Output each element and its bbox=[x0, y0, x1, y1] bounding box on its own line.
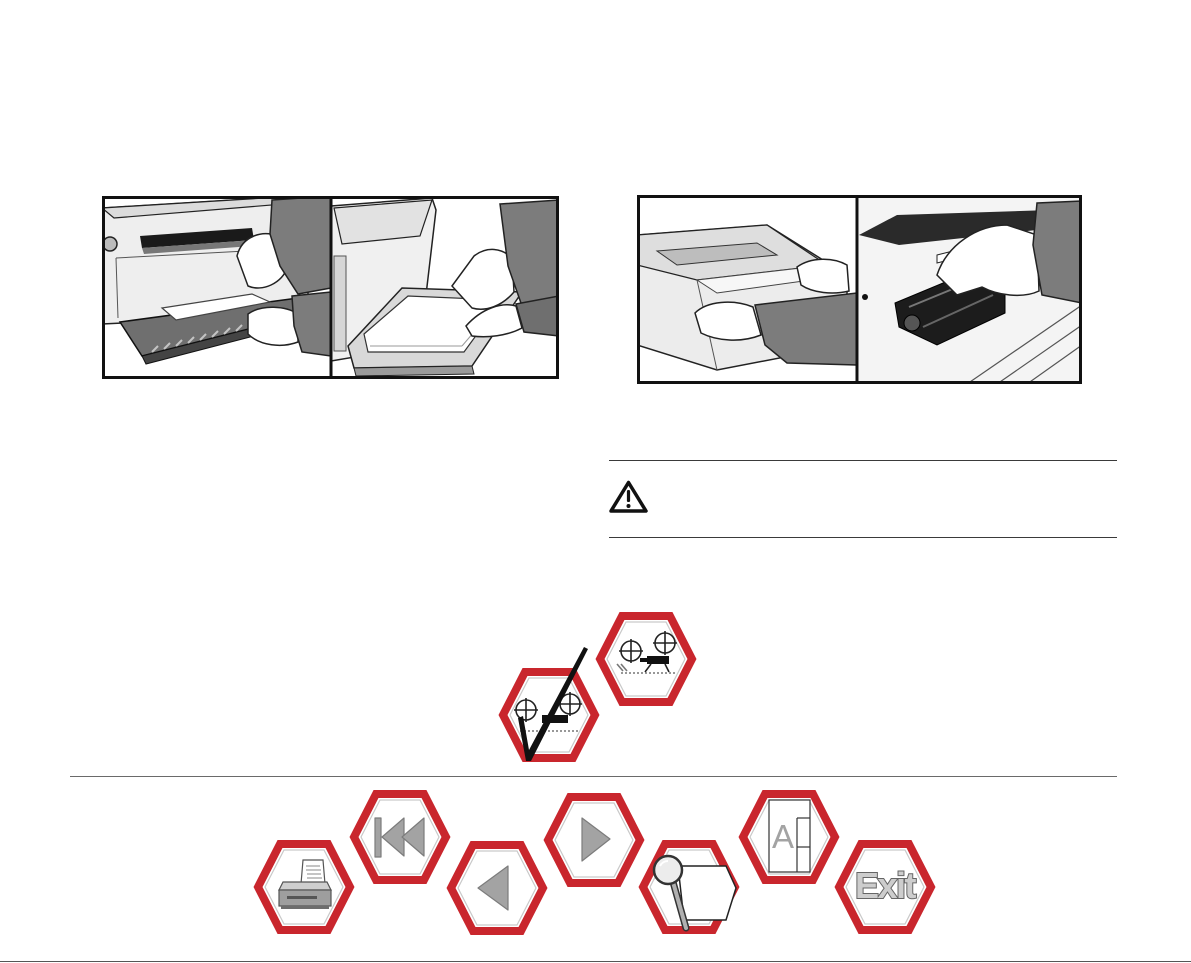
printer-icon bbox=[278, 859, 332, 909]
next-page-icon bbox=[581, 817, 611, 862]
open-cover-illustration bbox=[637, 224, 857, 371]
checkmark-icon bbox=[518, 647, 588, 761]
paper-tray-illustration-panel bbox=[102, 196, 559, 379]
search-icon bbox=[652, 854, 737, 932]
search-button[interactable] bbox=[638, 840, 740, 934]
first-page-button[interactable] bbox=[349, 790, 451, 884]
notice-top-rule bbox=[609, 460, 1117, 461]
exit-button[interactable]: Exit bbox=[834, 840, 936, 934]
first-page-icon bbox=[374, 817, 425, 858]
reel-icon bbox=[616, 631, 677, 674]
animation-button[interactable] bbox=[595, 612, 697, 706]
previous-page-icon bbox=[477, 865, 509, 911]
reel-icon bbox=[514, 692, 582, 732]
previous-page-button[interactable] bbox=[446, 841, 548, 935]
load-paper-illustration bbox=[331, 197, 559, 377]
page-bottom-rule bbox=[0, 961, 1191, 962]
exit-label: Exit bbox=[855, 865, 917, 906]
remove-tray-illustration bbox=[102, 196, 331, 365]
page-view-icon: A bbox=[768, 799, 811, 873]
warning-icon bbox=[609, 480, 648, 513]
remove-toner-illustration bbox=[859, 195, 1082, 384]
print-button[interactable] bbox=[253, 840, 355, 934]
animation-checked-button[interactable] bbox=[498, 647, 600, 762]
page-view-button[interactable]: A bbox=[738, 790, 840, 884]
nav-separator bbox=[70, 776, 1117, 777]
page-view-letter: A bbox=[772, 818, 794, 855]
hex-frame bbox=[834, 840, 936, 934]
toner-illustration-panel bbox=[637, 195, 1082, 384]
next-page-button[interactable] bbox=[543, 793, 645, 887]
notice-bottom-rule bbox=[609, 537, 1117, 538]
